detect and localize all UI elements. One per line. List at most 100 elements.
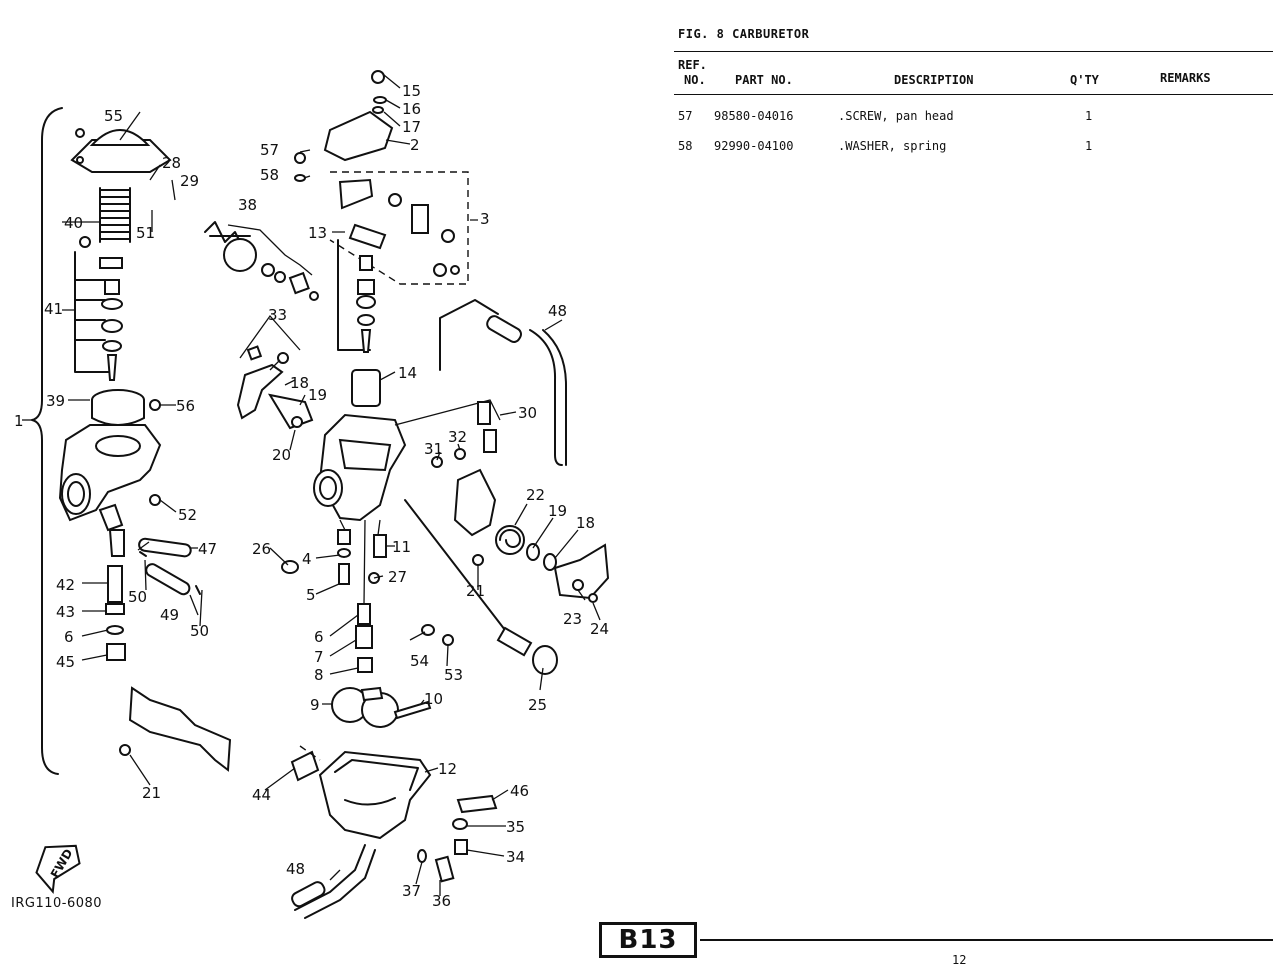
callout-47: 47: [198, 540, 217, 558]
callout-54: 54: [410, 652, 429, 670]
callout-16: 16: [402, 100, 421, 118]
callout-50: 50: [128, 588, 147, 606]
callout-55: 55: [104, 107, 123, 125]
callout-6: 6: [64, 628, 74, 646]
row-part-no: 92990-04100: [714, 139, 794, 153]
spring-part: [99, 187, 131, 243]
callout-5: 5: [306, 586, 316, 604]
callout-23: 23: [563, 610, 582, 628]
piston-part: [91, 389, 145, 426]
callout-40: 40: [64, 214, 83, 232]
row-description: .SCREW, pan head: [838, 109, 954, 123]
callout-20: 20: [272, 446, 291, 464]
callout-26: 26: [252, 540, 271, 558]
callout-18: 18: [290, 374, 309, 392]
callout-57: 57: [260, 141, 279, 159]
table-row: 57 98580-04016 .SCREW, pan head 1: [674, 109, 1273, 127]
callout-46: 46: [510, 782, 529, 800]
callout-18: 18: [576, 514, 595, 532]
callout-43: 43: [56, 603, 75, 621]
row-qty: 1: [1085, 109, 1093, 123]
table-header-rule: [674, 94, 1273, 95]
header-ref-line2: NO.: [684, 73, 706, 87]
callout-50: 50: [190, 622, 209, 640]
callout-19: 19: [308, 386, 327, 404]
callout-29: 29: [180, 172, 199, 190]
figure-title: FIG. 8 CARBURETOR: [678, 27, 810, 41]
callout-36: 36: [432, 892, 451, 910]
header-qty: Q'TY: [1070, 73, 1099, 87]
callout-49: 49: [160, 606, 179, 624]
callout-8: 8: [314, 666, 324, 684]
callout-32: 32: [448, 428, 467, 446]
callout-56: 56: [176, 397, 195, 415]
table-header: REF. NO. PART NO. DESCRIPTION Q'TY REMAR…: [674, 54, 1273, 94]
top-cover-part: [70, 128, 172, 173]
callout-41: 41: [44, 300, 63, 318]
callout-9: 9: [310, 696, 320, 714]
callout-52: 52: [178, 506, 197, 524]
callout-25: 25: [528, 696, 547, 714]
callout-19: 19: [548, 502, 567, 520]
header-part-no: PART NO.: [735, 73, 793, 87]
callout-1: 1: [14, 412, 24, 430]
row-qty: 1: [1085, 139, 1093, 153]
callout-14: 14: [398, 364, 417, 382]
float-chamber-part: [318, 750, 432, 840]
callout-48: 48: [286, 860, 305, 878]
callout-21: 21: [466, 582, 485, 600]
callout-58: 58: [260, 166, 279, 184]
header-description: DESCRIPTION: [894, 73, 974, 87]
callout-34: 34: [506, 848, 525, 866]
callout-45: 45: [56, 653, 75, 671]
callout-51: 51: [136, 224, 155, 242]
callout-17: 17: [402, 118, 421, 136]
row-ref: 58: [678, 139, 693, 153]
page-section-badge: B13: [599, 922, 697, 958]
callout-24: 24: [590, 620, 609, 638]
callout-31: 31: [424, 440, 443, 458]
callout-28: 28: [162, 154, 181, 172]
header-ref: REF. NO.: [678, 58, 707, 88]
callout-37: 37: [402, 882, 421, 900]
header-ref-line1: REF.: [678, 58, 707, 72]
callout-7: 7: [314, 648, 324, 666]
callout-39: 39: [46, 392, 65, 410]
row-part-no: 98580-04016: [714, 109, 794, 123]
callout-6: 6: [314, 628, 324, 646]
callout-44: 44: [252, 786, 271, 804]
callout-27: 27: [388, 568, 407, 586]
callout-35: 35: [506, 818, 525, 836]
callout-33: 33: [268, 306, 287, 324]
footer-rule: [700, 939, 1273, 941]
row-description: .WASHER, spring: [838, 139, 947, 153]
callout-10: 10: [424, 690, 443, 708]
row-ref: 57: [678, 109, 693, 123]
callout-38: 38: [238, 196, 257, 214]
header-remarks: REMARKS: [1160, 71, 1211, 85]
callout-3: 3: [480, 210, 490, 228]
cap-part: [323, 70, 394, 162]
fwd-arrow-icon: FWD: [35, 844, 81, 894]
page-number: 12: [952, 953, 967, 967]
callout-2: 2: [410, 136, 420, 154]
callout-4: 4: [302, 550, 312, 568]
needle-stack-part: [74, 236, 123, 381]
throttle-lever-part: [236, 345, 314, 430]
callout-13: 13: [308, 224, 327, 242]
callout-11: 11: [392, 538, 411, 556]
jet-parts: [105, 565, 126, 661]
callout-30: 30: [518, 404, 537, 422]
callout-48: 48: [548, 302, 567, 320]
main-carb-body-part: [313, 399, 501, 522]
table-top-rule: [674, 51, 1273, 52]
callout-42: 42: [56, 576, 75, 594]
callout-53: 53: [444, 666, 463, 684]
drawing-code: IRG110-6080: [11, 896, 103, 911]
callout-15: 15: [402, 82, 421, 100]
table-row: 58 92990-04100 .WASHER, spring 1: [674, 139, 1273, 157]
callout-21: 21: [142, 784, 161, 802]
callout-12: 12: [438, 760, 457, 778]
